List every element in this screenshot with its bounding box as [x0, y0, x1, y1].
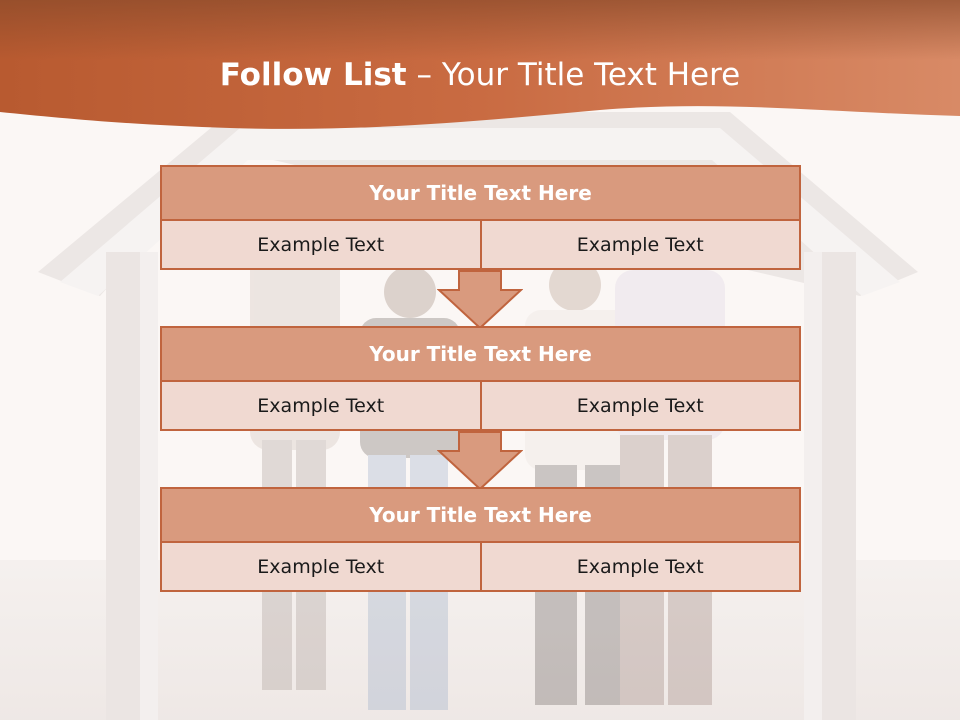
block-cell: Example Text — [160, 543, 482, 592]
list-block: Your Title Text Here Example Text Exampl… — [160, 487, 801, 592]
block-cell: Example Text — [160, 382, 482, 431]
block-cell: Example Text — [481, 221, 801, 270]
list-block: Your Title Text Here Example Text Exampl… — [160, 326, 801, 431]
block-title: Your Title Text Here — [160, 326, 801, 382]
block-cells: Example Text Example Text — [160, 221, 801, 270]
block-cell: Example Text — [481, 543, 801, 592]
block-cell: Example Text — [481, 382, 801, 431]
slide-title-bold: Follow List — [219, 57, 407, 93]
block-cells: Example Text Example Text — [160, 382, 801, 431]
slide-title: Follow List – Your Title Text Here — [0, 52, 960, 98]
block-cells: Example Text Example Text — [160, 543, 801, 592]
down-arrow-icon — [437, 270, 523, 330]
block-title: Your Title Text Here — [160, 165, 801, 221]
slide-title-rest: – Your Title Text Here — [406, 57, 741, 93]
block-title: Your Title Text Here — [160, 487, 801, 543]
list-block: Your Title Text Here Example Text Exampl… — [160, 165, 801, 270]
down-arrow-icon — [437, 431, 523, 491]
block-cell: Example Text — [160, 221, 482, 270]
